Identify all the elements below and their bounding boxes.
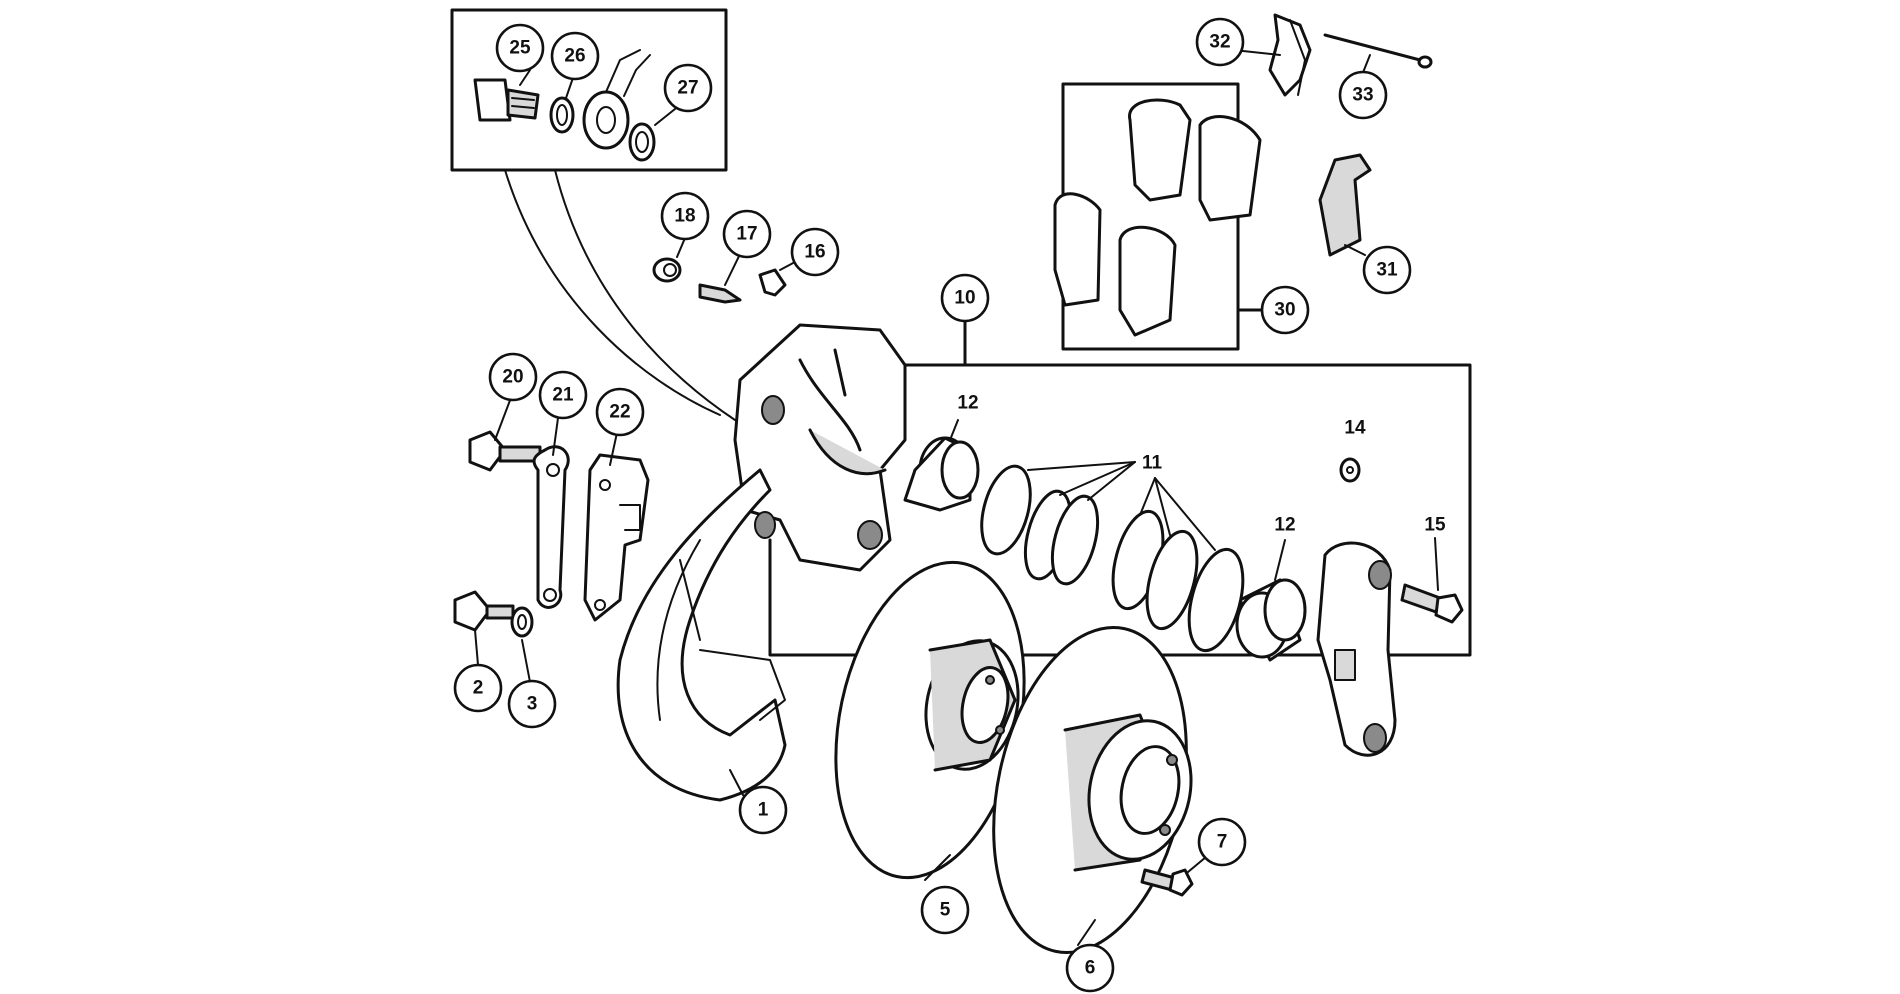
callout-7-number: 7: [1217, 832, 1228, 853]
label-14: 14: [1344, 418, 1366, 439]
bleed-parts-drawing: [652, 257, 787, 304]
banjo-union-drawing: [582, 49, 651, 150]
callout-30: 30: [1260, 285, 1310, 335]
screw-7-drawing: [1140, 868, 1194, 897]
piston-12-left-drawing: [903, 436, 980, 512]
callout-7: 7: [1197, 817, 1247, 867]
callout-30-number: 30: [1274, 300, 1295, 321]
piston-12-right-drawing: [1235, 578, 1307, 662]
retaining-pin-33-drawing: [1323, 33, 1433, 69]
callout-6: 6: [1065, 943, 1115, 993]
nut-14-drawing: [1339, 457, 1361, 483]
bracket-22-drawing: [583, 453, 650, 622]
callout-16-number: 16: [804, 242, 825, 263]
callout-26: 26: [550, 31, 600, 81]
callout-17-number: 17: [736, 224, 757, 245]
leader-lines: [474, 47, 1439, 946]
callout-31: 31: [1362, 245, 1412, 295]
callout-6-number: 6: [1085, 958, 1096, 979]
callout-5-number: 5: [940, 900, 951, 921]
inset-box-banjo-parts: [450, 8, 736, 421]
callout-21-number: 21: [552, 385, 574, 406]
caliper-parts-box: [768, 318, 1472, 657]
banjo-bolt-drawing: [473, 78, 540, 122]
callout-31-number: 31: [1376, 260, 1398, 281]
washer-27-drawing: [628, 122, 656, 162]
callout-26-number: 26: [564, 46, 585, 67]
callout-17: 17: [722, 209, 772, 259]
callout-1: 1: [738, 785, 788, 835]
callout-1-number: 1: [758, 800, 769, 821]
callout-33: 33: [1338, 70, 1388, 120]
label-11: 11: [1142, 453, 1163, 474]
callout-2-number: 2: [473, 678, 484, 699]
callout-3: 3: [507, 679, 557, 729]
callout-27: 27: [663, 63, 713, 113]
callout-32: 32: [1195, 17, 1245, 67]
caliper-main-drawing: [733, 323, 907, 572]
copper-washer-drawing: [549, 96, 575, 134]
shim-31-drawing: [1318, 153, 1372, 257]
brake-disc-6-drawing: [992, 625, 1193, 955]
brake-pads-drawing: [1053, 98, 1262, 337]
bolt-20-drawing: [468, 430, 542, 472]
callout-22: 22: [595, 387, 645, 437]
callout-3-number: 3: [527, 694, 538, 715]
callout-20-number: 20: [502, 367, 523, 388]
callout-16: 16: [790, 227, 840, 277]
callout-33-number: 33: [1352, 85, 1373, 106]
callout-2: 2: [453, 663, 503, 713]
label-12-left: 12: [957, 393, 978, 414]
callout-5: 5: [920, 885, 970, 935]
lock-plate-21-drawing: [532, 445, 570, 609]
label-15: 15: [1424, 515, 1446, 536]
callout-18: 18: [660, 191, 710, 241]
callout-25-number: 25: [509, 38, 531, 59]
retaining-clip-32-drawing: [1268, 13, 1312, 97]
callout-27-number: 27: [677, 78, 698, 99]
brake-disc-5-drawing: [834, 560, 1026, 880]
callout-10-number: 10: [954, 288, 975, 309]
callout-20: 20: [488, 352, 538, 402]
washer-3-drawing: [510, 606, 534, 638]
callout-10: 10: [940, 273, 990, 323]
caliper-outer-half-drawing: [1316, 541, 1397, 757]
splash-shield-drawing: [616, 468, 787, 802]
callout-22-number: 22: [609, 402, 630, 423]
callout-32-number: 32: [1209, 32, 1230, 53]
callout-25: 25: [495, 23, 545, 73]
bolt-15-drawing: [1400, 583, 1464, 624]
label-12-right: 12: [1274, 515, 1295, 536]
bolt-2-drawing: [453, 590, 515, 632]
callout-21: 21: [538, 370, 588, 420]
seals-11-drawing: [980, 461, 1245, 653]
callout-18-number: 18: [674, 206, 695, 227]
